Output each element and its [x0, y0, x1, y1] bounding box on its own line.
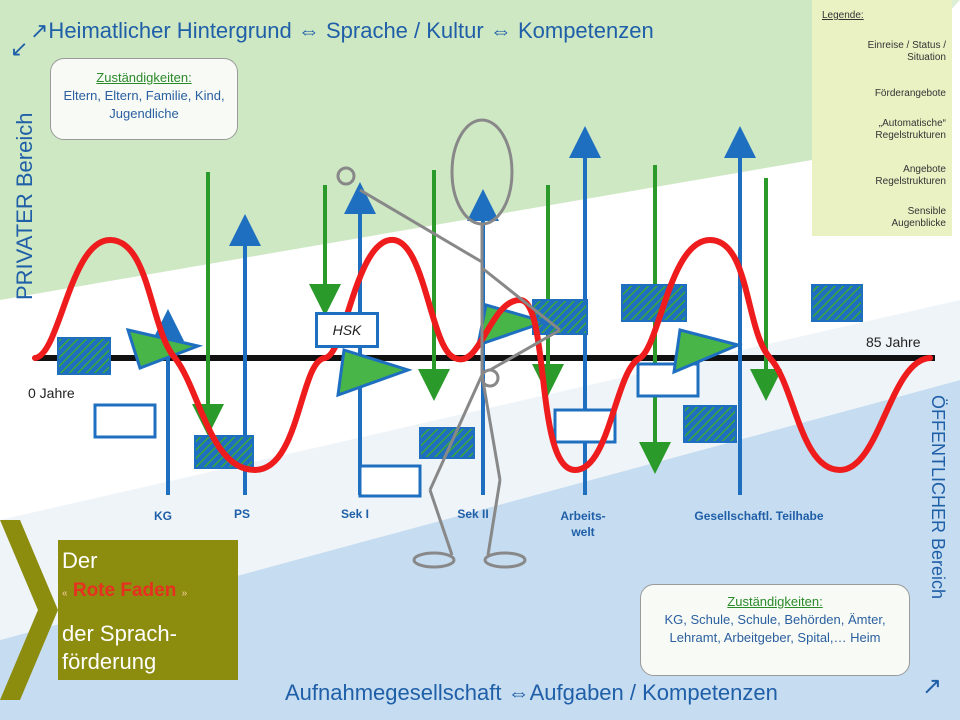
stage-label-arbeitswelt: Arbeits- welt: [560, 509, 606, 539]
public-responsibility-callout: Zuständigkeiten: KG, Schule, Schule, Beh…: [640, 584, 910, 676]
quote-open: «: [62, 588, 68, 599]
foerder-box: [811, 284, 863, 322]
public-side-label: ÖFFENTLICHER Bereich: [928, 395, 948, 600]
stage-label-kg: KG: [154, 509, 172, 523]
legend-item-automatisch: „Automatische“ Regelstrukturen: [875, 118, 946, 141]
sensitive-moment-triangle: [672, 328, 743, 375]
timeline-end-label: 85 Jahre: [866, 334, 921, 350]
stick-figure: [336, 118, 561, 569]
stage-label-teilhabe: Gesellschaftl. Teilhabe: [694, 509, 824, 523]
red-thread-line2: « Rote Faden »: [62, 580, 187, 602]
red-thread-line1: Der: [62, 548, 98, 573]
regel-box: [636, 362, 700, 398]
footer-title: Aufnahmegesellschaft ⇔Aufgaben / Kompete…: [285, 680, 778, 705]
private-callout-heading: Zuständigkeiten:: [96, 70, 192, 85]
legend-item-einreise: Einreise / Status / Situation: [867, 40, 946, 63]
regel-box: [93, 403, 157, 439]
public-callout-heading: Zuständigkeiten:: [727, 594, 823, 609]
private-area: [0, 0, 812, 300]
arrow-icon: ↙: [10, 36, 29, 61]
quote-close: »: [181, 588, 188, 599]
sensitive-moment-triangle: [336, 348, 413, 398]
red-thread-line3: der Sprach- förderung: [62, 621, 177, 674]
legend-panel: Legende: Einreise / Status / Situation F…: [812, 0, 952, 236]
regel-box: [358, 464, 422, 498]
public-area-fade: [0, 300, 960, 640]
arrow-icon: ↗: [922, 673, 943, 700]
private-callout-text: Eltern, Eltern, Familie, Kind, Jugendlic…: [63, 88, 225, 121]
legend-item-foerder: Förderangebote: [874, 88, 946, 99]
red-thread-highlight: Rote Faden: [72, 580, 177, 601]
legend-title: Legende:: [822, 10, 864, 21]
hsk-box: HSK: [315, 312, 379, 348]
foerder-box: [621, 284, 687, 322]
legend-item-sensibel: Sensible Augenblicke: [891, 206, 946, 229]
stage-label-ps: PS: [233, 507, 250, 521]
regel-box: [553, 408, 617, 444]
stage-label-sek2: Sek II: [457, 507, 489, 521]
private-side-label: PRIVATER Bereich: [12, 112, 37, 300]
red-thread-curve: [32, 236, 933, 474]
red-thread-box: Der « Rote Faden » der Sprach- förderung: [58, 540, 238, 680]
header-title: ↗Heimatlicher Hintergrund ⇔ Sprache / Ku…: [30, 18, 654, 43]
foerder-box: [57, 337, 111, 375]
stage-label-sek1: Sek I: [340, 507, 370, 521]
private-responsibility-callout: Zuständigkeiten: Eltern, Eltern, Familie…: [50, 58, 238, 140]
foerder-box: [683, 405, 737, 443]
legend-item-angebote: Angebote Regelstrukturen: [875, 164, 946, 187]
public-callout-text: KG, Schule, Schule, Behörden, Ämter, Leh…: [664, 612, 886, 645]
timeline-start-label: 0 Jahre: [28, 385, 75, 401]
chevron-shape: [0, 520, 58, 700]
